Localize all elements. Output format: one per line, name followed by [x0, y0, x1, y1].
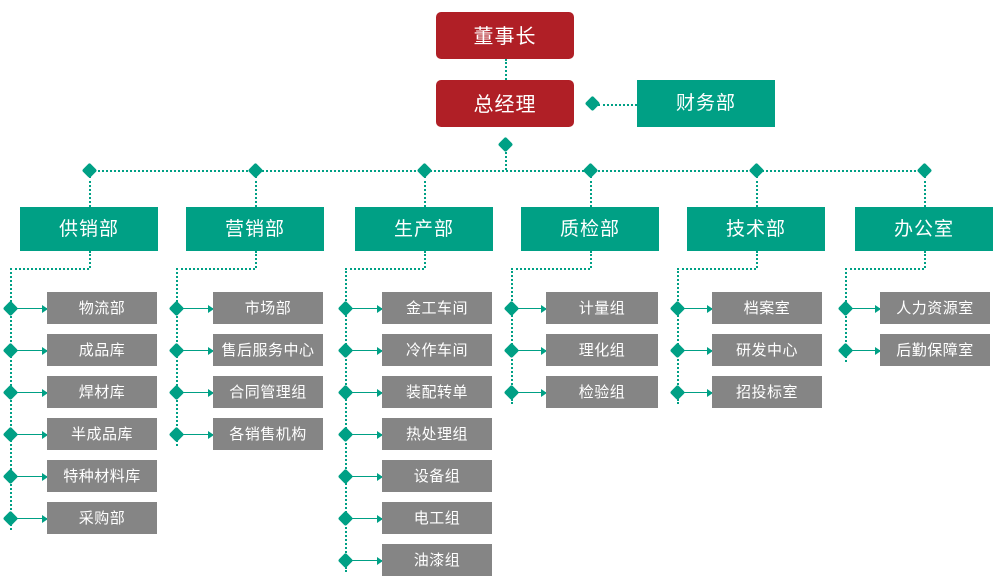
subunit-arrow-2-4	[182, 431, 214, 439]
subunit-arrow-1-1	[16, 305, 48, 313]
department-box-4[interactable]: 质检部	[521, 207, 659, 251]
subunit-arrow-3-5	[351, 473, 383, 481]
department-elbow-arm-5	[677, 268, 756, 270]
subunit-box-1-4[interactable]: 半成品库	[47, 418, 157, 450]
subunit-arrow-6-2	[851, 347, 881, 355]
subunit-rail-3	[345, 268, 347, 572]
department-elbow-stem-3	[424, 251, 426, 268]
subunit-box-3-5[interactable]: 设备组	[382, 460, 492, 492]
subunit-box-3-7[interactable]: 油漆组	[382, 544, 492, 576]
subunit-arrow-1-3	[16, 389, 48, 397]
subunit-arrow-3-7	[351, 557, 383, 565]
subunit-arrow-5-1	[683, 305, 713, 313]
subunit-box-3-1[interactable]: 金工车间	[382, 292, 492, 324]
department-bus-line	[89, 170, 924, 172]
subunit-box-6-1[interactable]: 人力资源室	[880, 292, 990, 324]
subunit-rail-5	[677, 268, 679, 404]
subunit-arrow-2-2	[182, 347, 214, 355]
department-elbow-arm-6	[845, 268, 924, 270]
subunit-box-2-4[interactable]: 各销售机构	[213, 418, 323, 450]
subunit-box-2-2[interactable]: 售后服务中心	[213, 334, 323, 366]
subunit-box-1-6[interactable]: 采购部	[47, 502, 157, 534]
department-elbow-stem-4	[590, 251, 592, 268]
subunit-box-6-2[interactable]: 后勤保障室	[880, 334, 990, 366]
department-box-3[interactable]: 生产部	[355, 207, 493, 251]
finance-department-box[interactable]: 财务部	[637, 80, 775, 127]
subunit-box-1-3[interactable]: 焊材库	[47, 376, 157, 408]
subunit-arrow-2-3	[182, 389, 214, 397]
subunit-arrow-3-3	[351, 389, 383, 397]
general-manager-box[interactable]: 总经理	[436, 80, 574, 127]
subunit-arrow-1-6	[16, 515, 48, 523]
subunit-arrow-3-6	[351, 515, 383, 523]
subunit-arrow-4-1	[517, 305, 547, 313]
subunit-box-4-1[interactable]: 计量组	[546, 292, 658, 324]
subunit-box-1-2[interactable]: 成品库	[47, 334, 157, 366]
department-elbow-arm-4	[511, 268, 590, 270]
department-drop-connector-6	[924, 176, 926, 207]
department-elbow-arm-3	[345, 268, 424, 270]
gm-to-finance-connector	[598, 103, 637, 106]
subunit-arrow-3-2	[351, 347, 383, 355]
department-elbow-arm-1	[10, 268, 89, 270]
subunit-box-4-2[interactable]: 理化组	[546, 334, 658, 366]
department-drop-connector-1	[89, 176, 91, 207]
subunit-box-1-5[interactable]: 特种材料库	[47, 460, 157, 492]
subunit-arrow-4-3	[517, 389, 547, 397]
department-elbow-stem-6	[924, 251, 926, 268]
subunit-box-2-1[interactable]: 市场部	[213, 292, 323, 324]
subunit-arrow-5-2	[683, 347, 713, 355]
subunit-box-3-4[interactable]: 热处理组	[382, 418, 492, 450]
department-box-2[interactable]: 营销部	[186, 207, 324, 251]
chairman-box[interactable]: 董事长	[436, 12, 574, 59]
subunit-arrow-2-1	[182, 305, 214, 313]
department-box-5[interactable]: 技术部	[687, 207, 825, 251]
subunit-arrow-6-1	[851, 305, 881, 313]
subunit-arrow-3-4	[351, 431, 383, 439]
department-drop-connector-2	[255, 176, 257, 207]
department-drop-connector-5	[756, 176, 758, 207]
gm-to-bus-connector	[505, 149, 507, 170]
subunit-rail-4	[511, 268, 513, 404]
subunit-arrow-3-1	[351, 305, 383, 313]
subunit-arrow-5-3	[683, 389, 713, 397]
department-box-1[interactable]: 供销部	[20, 207, 158, 251]
department-elbow-stem-1	[89, 251, 91, 268]
department-elbow-stem-5	[756, 251, 758, 268]
department-elbow-stem-2	[255, 251, 257, 268]
subunit-box-3-3[interactable]: 装配转单	[382, 376, 492, 408]
department-box-6[interactable]: 办公室	[855, 207, 993, 251]
subunit-box-5-3[interactable]: 招投标室	[712, 376, 822, 408]
chairman-to-gm-connector	[505, 59, 507, 80]
department-elbow-arm-2	[176, 268, 255, 270]
department-drop-connector-4	[590, 176, 592, 207]
subunit-box-1-1[interactable]: 物流部	[47, 292, 157, 324]
subunit-arrow-1-2	[16, 347, 48, 355]
subunit-arrow-4-2	[517, 347, 547, 355]
subunit-box-5-1[interactable]: 档案室	[712, 292, 822, 324]
subunit-arrow-1-4	[16, 431, 48, 439]
subunit-box-4-3[interactable]: 检验组	[546, 376, 658, 408]
department-drop-connector-3	[424, 176, 426, 207]
subunit-arrow-1-5	[16, 473, 48, 481]
subunit-box-2-3[interactable]: 合同管理组	[213, 376, 323, 408]
subunit-box-3-2[interactable]: 冷作车间	[382, 334, 492, 366]
subunit-box-5-2[interactable]: 研发中心	[712, 334, 822, 366]
subunit-box-3-6[interactable]: 电工组	[382, 502, 492, 534]
